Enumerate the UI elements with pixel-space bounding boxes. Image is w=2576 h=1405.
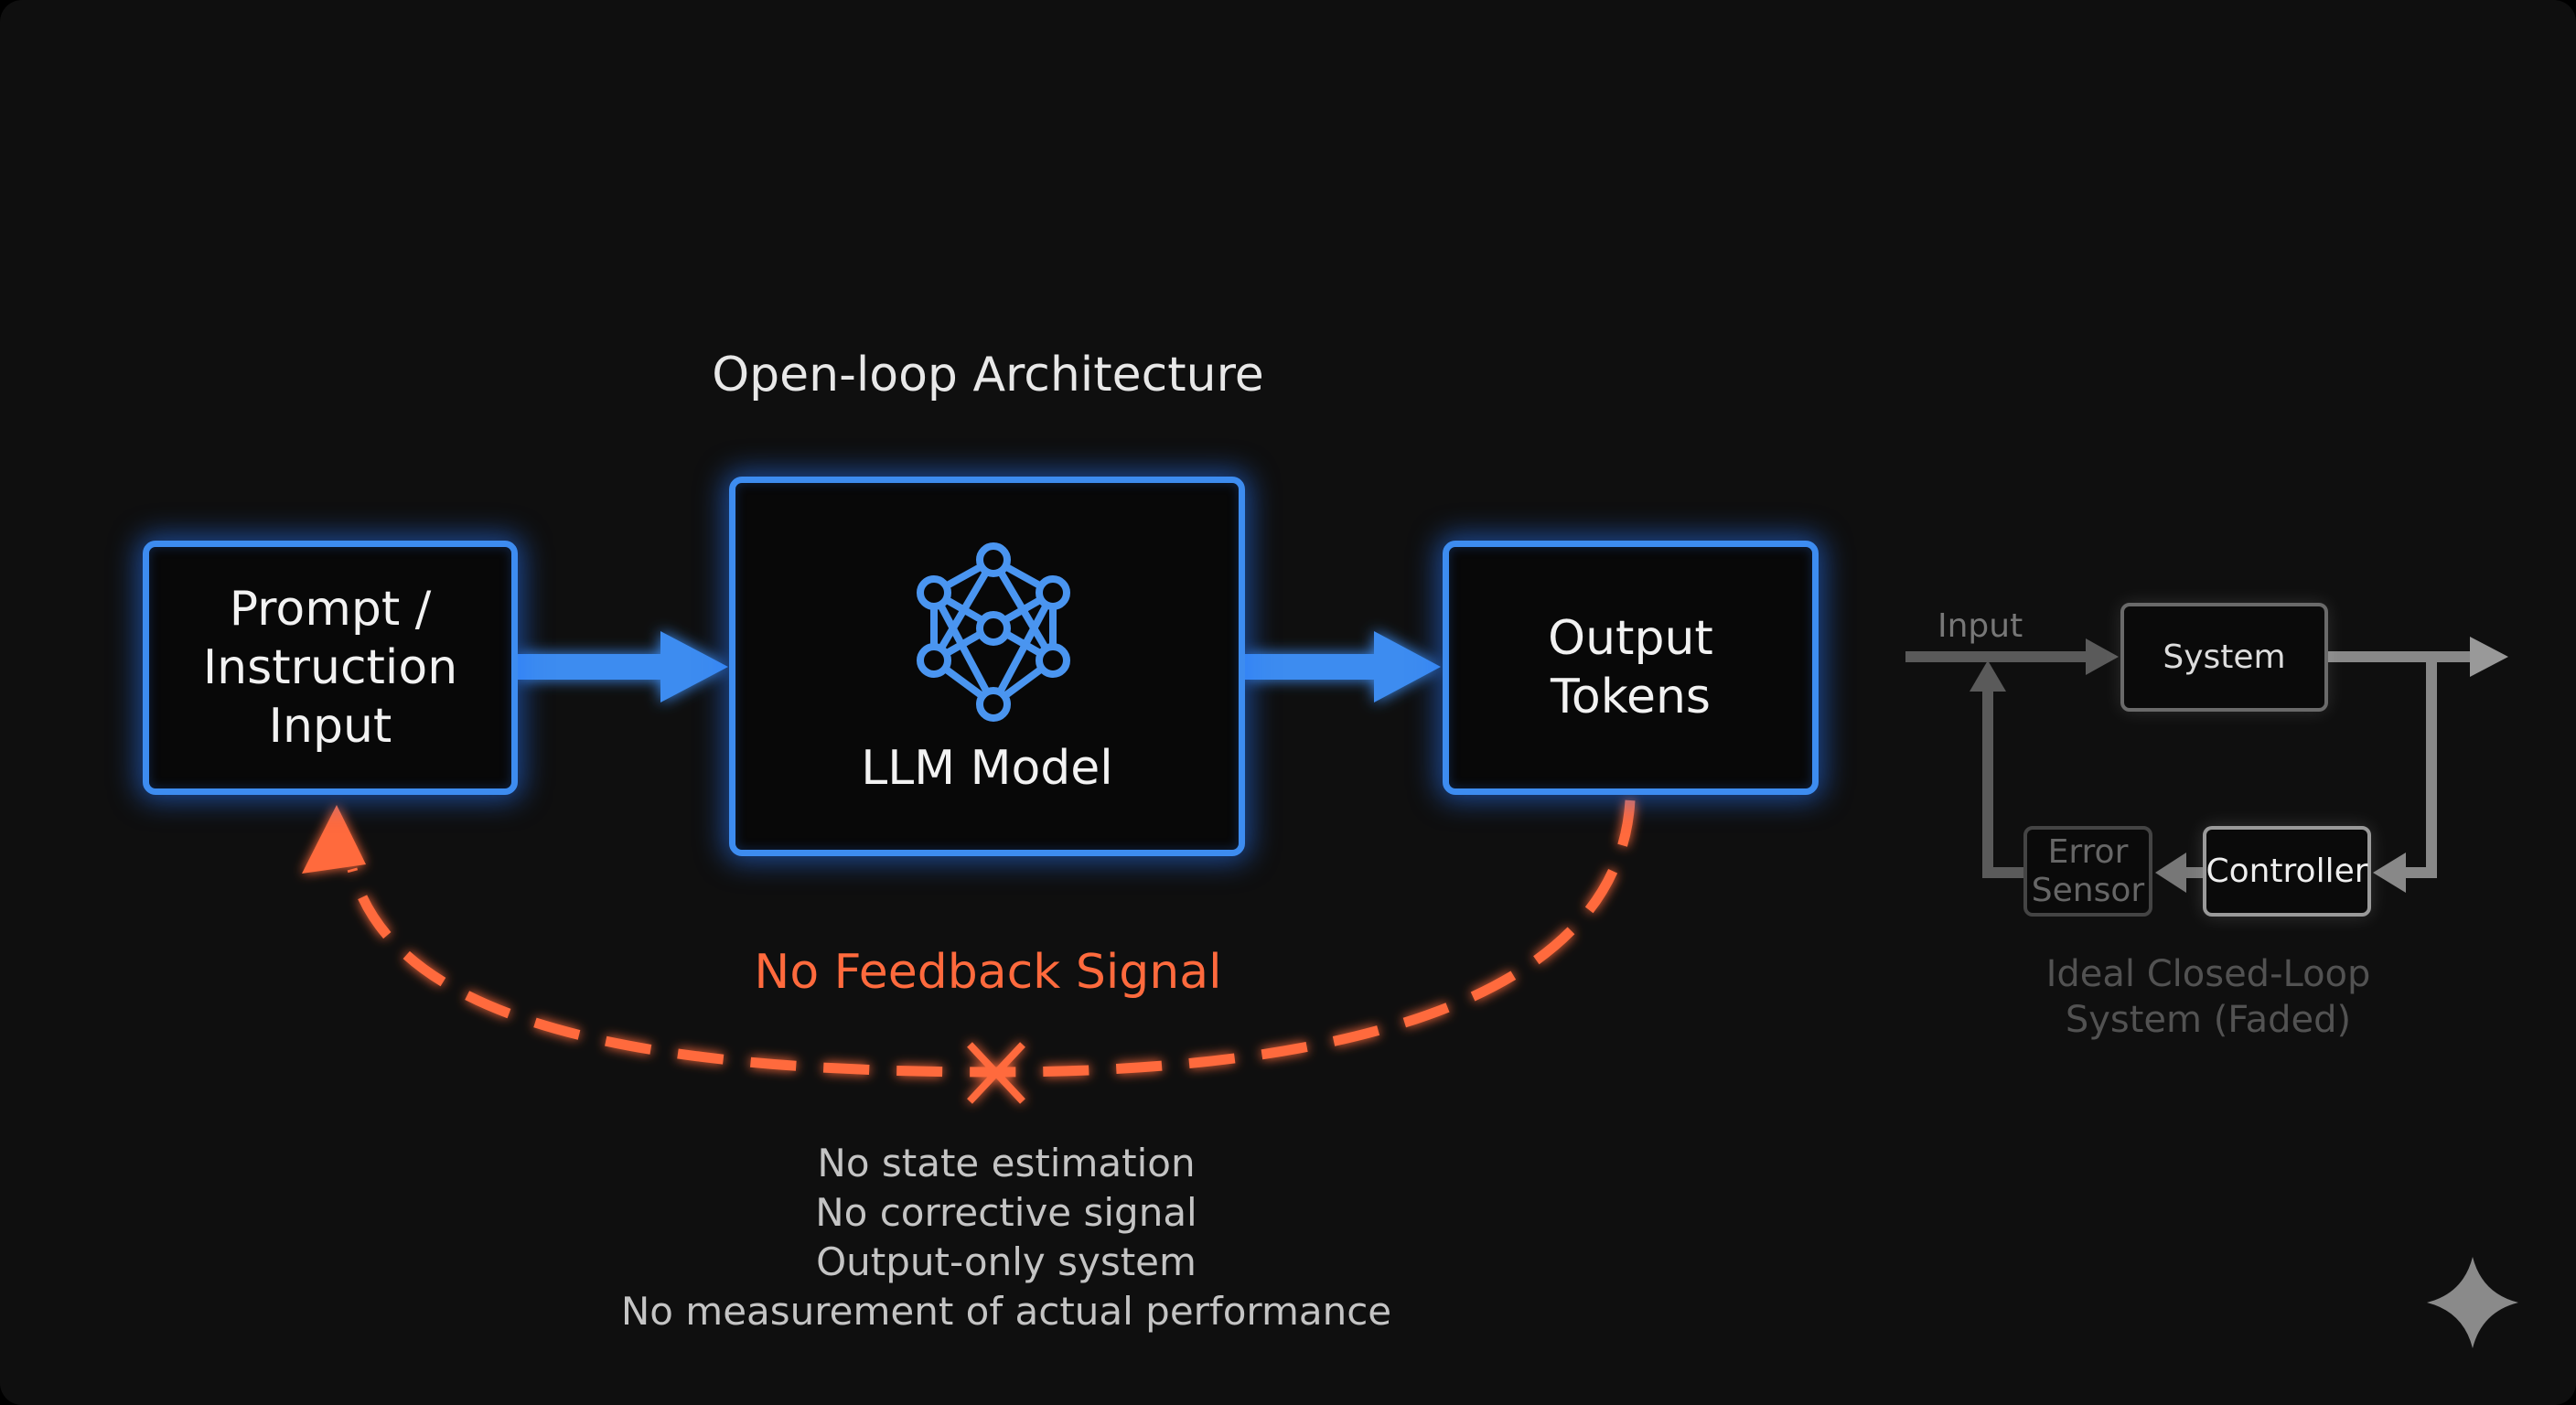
- note: Output-only system: [816, 1239, 1197, 1284]
- note: No state estimation: [817, 1141, 1196, 1185]
- box-label: Tokens: [1550, 670, 1712, 724]
- box-label: Error: [2047, 832, 2129, 871]
- cl-caption: Ideal Closed-Loop System (Faded): [1980, 951, 2437, 1043]
- arrow-head: [1970, 660, 2006, 692]
- feedback-arrow-head: [302, 805, 366, 874]
- arrow-head: [1374, 631, 1441, 702]
- note: No corrective signal: [815, 1190, 1197, 1235]
- arrow-model-to-output: [1245, 654, 1378, 680]
- box-label: Sensor: [2031, 871, 2145, 909]
- box-label: Input: [268, 699, 392, 754]
- cl-error-sensor-box: Error Sensor: [2023, 826, 2152, 917]
- box-label: Output: [1548, 611, 1713, 666]
- caption-line: Ideal Closed-Loop: [2045, 953, 2371, 995]
- cl-controller-box: Controller: [2203, 826, 2371, 917]
- sparkle-star-icon: [2427, 1257, 2518, 1348]
- arrow-head: [2470, 637, 2508, 677]
- cl-feedback-right: [2401, 657, 2437, 878]
- note: No measurement of actual performance: [620, 1289, 1392, 1334]
- llm-model-box: LLM Model: [729, 477, 1245, 856]
- output-tokens-box: Output Tokens: [1443, 541, 1819, 795]
- caption-line: System (Faded): [2065, 999, 2352, 1041]
- arrow-head: [660, 631, 728, 702]
- cl-system-box: System: [2120, 603, 2328, 712]
- diagram-title: Open-loop Architecture: [712, 348, 1264, 402]
- x-mark-icon: [967, 1042, 1025, 1104]
- prompt-input-box: Prompt / Instruction Input: [143, 541, 518, 795]
- neural-network-icon: [917, 542, 1070, 722]
- cl-input-label: Input: [1937, 607, 2023, 645]
- no-feedback-label: No Feedback Signal: [754, 945, 1222, 1000]
- arrow-head: [2373, 853, 2406, 893]
- box-label: Instruction: [202, 640, 458, 695]
- arrow-head: [2086, 638, 2119, 675]
- box-label: Prompt /: [229, 582, 432, 637]
- box-label: LLM Model: [861, 741, 1113, 796]
- notes-list: No state estimation No corrective signal…: [549, 1139, 1464, 1336]
- cl-feedback-left: [1982, 691, 2023, 878]
- arrow-input-to-model: [518, 654, 664, 680]
- arrow-head: [2155, 853, 2186, 893]
